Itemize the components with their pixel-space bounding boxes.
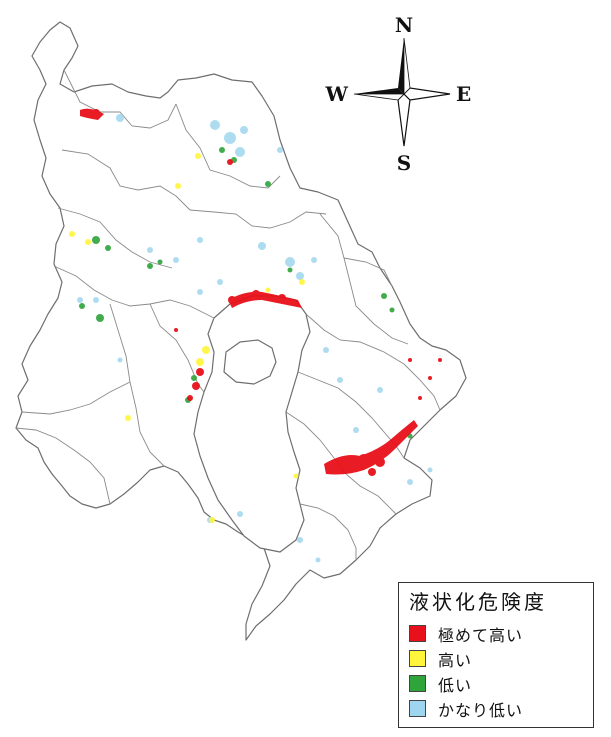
municipal-boundaries [15,69,441,560]
legend-swatch-high [409,650,426,667]
legend-label-low: 低い [438,675,473,695]
legend-label-very-high: 極めて高い [438,625,524,645]
map-legend: 液状化危険度 極めて高い 高い 低い かなり低い [398,582,594,728]
legend-title: 液状化危険度 [409,590,547,614]
risk-overlay-very-high [80,108,442,476]
compass-south-label: S [397,151,411,175]
legend-swatch-low [409,675,426,692]
compass-east-label: E [456,82,471,106]
risk-overlay-high [69,153,343,523]
legend-item-high: 高い [409,646,583,671]
legend-item-low: 低い [409,671,583,696]
risk-overlay-very-low [77,114,433,563]
legend-swatch-very-low [409,700,426,717]
compass-east-arrow [403,87,451,101]
compass-north-label: N [395,13,413,37]
legend-label-very-low: かなり低い [438,700,524,720]
compass-rose: N S E W [325,13,472,175]
risk-overlay-low [79,147,413,439]
kinko-bay-outline [193,295,311,553]
legend-swatch-very-high [409,625,426,642]
sakurajima-outline [223,339,277,385]
legend-label-high: 高い [438,650,473,670]
legend-item-very-high: 極めて高い [409,621,583,646]
legend-item-very-low: かなり低い [409,696,583,721]
compass-south-arrow [397,93,411,147]
compass-west-label: W [325,82,349,106]
